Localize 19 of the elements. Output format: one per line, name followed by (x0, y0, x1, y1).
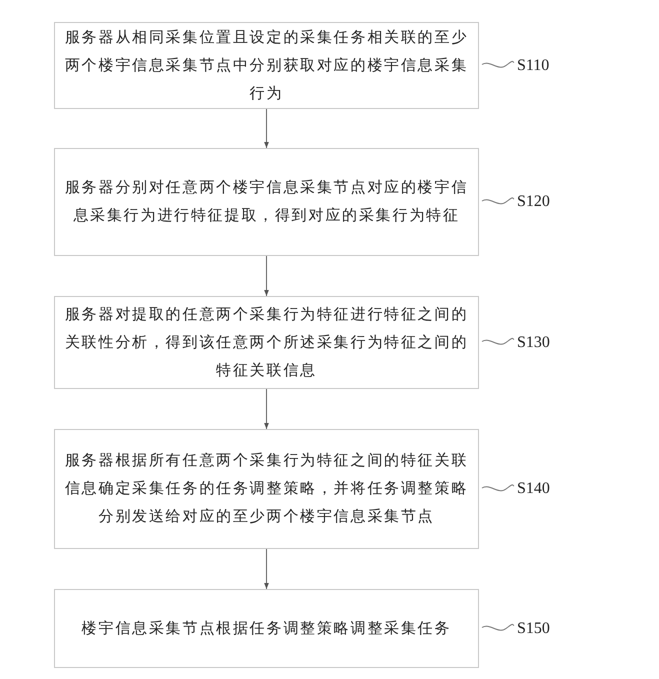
step-number: S130 (517, 332, 550, 352)
step-number: S110 (517, 56, 550, 76)
arrow (264, 388, 269, 430)
step-number: S150 (517, 618, 550, 638)
process-box (54, 148, 479, 256)
arrow (264, 256, 269, 296)
process-box (54, 22, 479, 109)
process-box (54, 429, 479, 549)
step-text: 服务器分别对任意两个楼宇信息采集节点对应的楼宇信息采集行为进行特征提取，得到对应的采集行为特征 (64, 178, 470, 226)
step-text: 服务器根据所有任意两个采集行为特征之间的特征关联信息确定采集任务的任务调整策略，并将任务调整策略分别发送给对应的至少两个楼宇信息采集节点 (64, 451, 470, 527)
step-text: 服务器从相同采集位置且设定的采集任务相关联的至少两个楼宇信息采集节点中分别获取对应的楼宇信息采集行为 (64, 28, 470, 104)
arrow (264, 108, 269, 148)
step-text: 服务器对提取的任意两个采集行为特征进行特征之间的关联性分析，得到该任意两个所述采集行为特征之间的特征关联信息 (64, 305, 470, 380)
process-box (54, 296, 479, 389)
step-number: S140 (517, 479, 550, 499)
step-number: S120 (517, 192, 550, 212)
process-box (54, 589, 479, 668)
arrow (264, 548, 269, 590)
step-text: 楼宇信息采集节点根据任务调整策略调整采集任务 (82, 619, 452, 638)
